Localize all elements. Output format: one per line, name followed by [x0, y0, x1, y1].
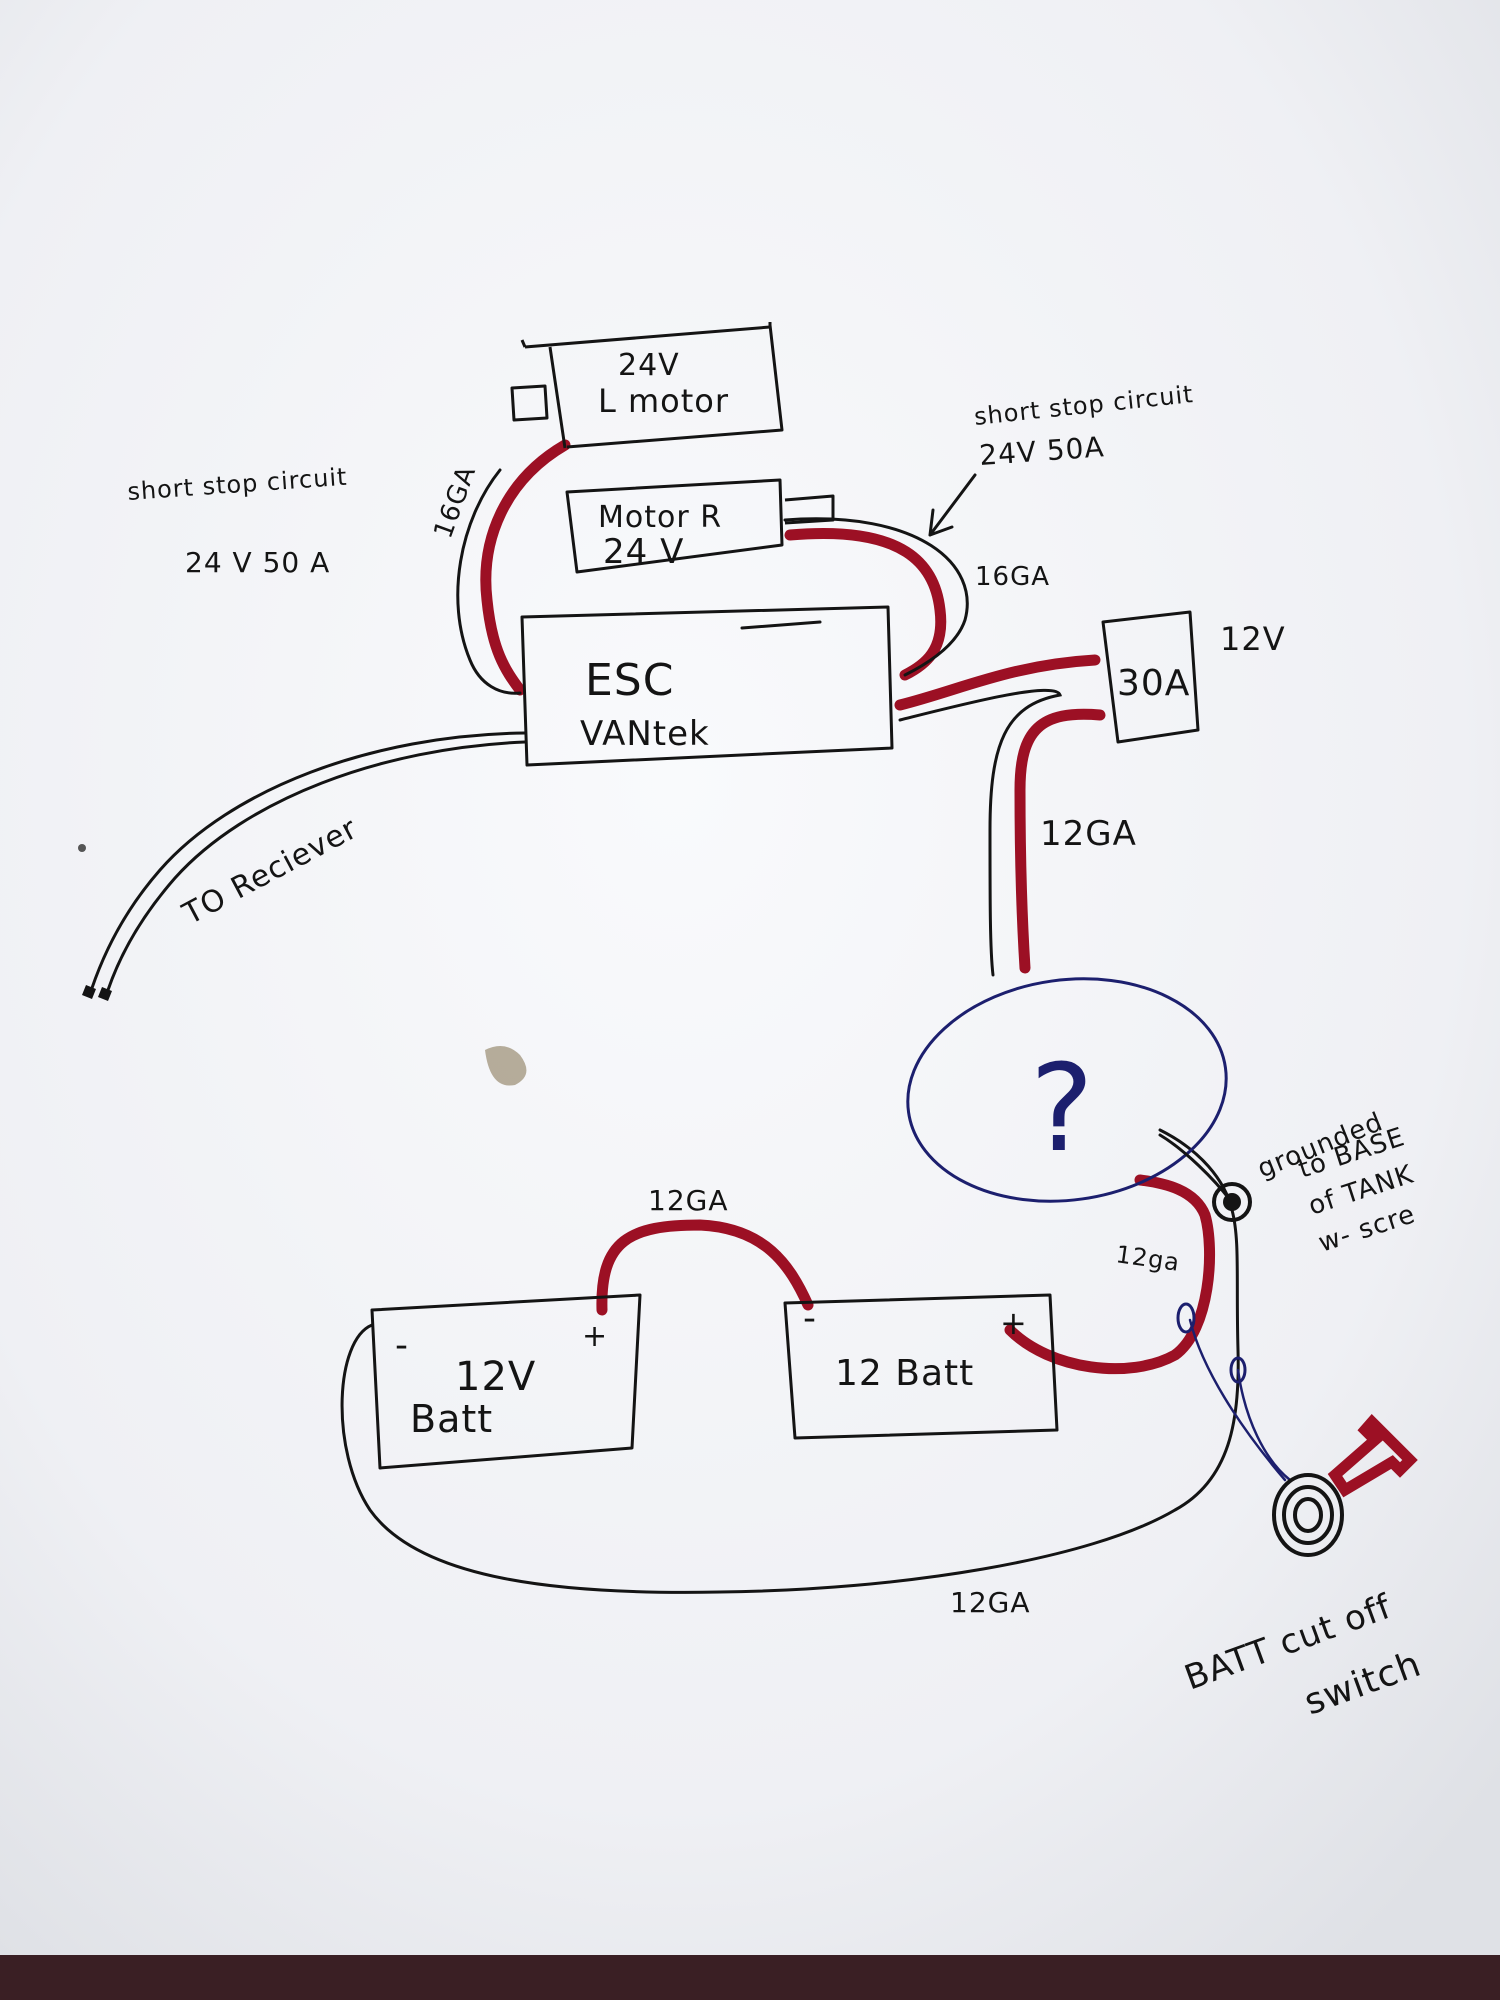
- esc-box: [520, 605, 894, 767]
- ground-screw-center: [1223, 1193, 1241, 1211]
- battery-left: - + 12V Batt: [370, 1293, 642, 1470]
- right-motor-box: [565, 478, 784, 574]
- esc-module: ESC VANtek: [520, 605, 894, 767]
- battery-left-minus: -: [395, 1325, 409, 1366]
- gauge-right-motor: 16GA: [975, 562, 1050, 592]
- short-stop-left-rating: 24 V 50 A: [185, 546, 330, 579]
- batt-cutoff-switch: [1272, 1473, 1344, 1557]
- smudge-mark: [485, 1046, 527, 1086]
- gauge-fuse-device: 12GA: [1040, 814, 1137, 854]
- device-circle: [906, 977, 1228, 1203]
- ink-dot: [78, 844, 86, 852]
- gauge-battery-jumper: 12GA: [648, 1184, 728, 1217]
- black-wires: [82, 468, 1240, 1594]
- switch-ring-inner: [1293, 1497, 1323, 1533]
- paper-background: [0, 0, 1500, 1955]
- wire-fuse-device: [1014, 708, 1106, 974]
- esc-label: ESC: [585, 655, 674, 706]
- ground-screw: [1158, 1133, 1252, 1222]
- fuse: 30A 12V: [1101, 610, 1286, 744]
- wire-bottom-return: [340, 1128, 1240, 1594]
- right-motor-line1: Motor R: [598, 500, 722, 535]
- wire-black-right: [783, 517, 969, 677]
- wire-receiver-a: [90, 731, 527, 990]
- battery-right-label: 12 Batt: [835, 1353, 974, 1394]
- blue-wires: [1176, 1302, 1292, 1482]
- gauge-bottom-return: 12GA: [950, 1586, 1030, 1619]
- wire-black-esc-device: [898, 688, 1062, 977]
- wire-receiver-b: [106, 740, 527, 992]
- right-motor-line2: 24 V: [603, 532, 684, 572]
- switch-body: [1272, 1473, 1344, 1557]
- wire-switch-b: [1236, 1368, 1292, 1482]
- wire-black-left: [456, 468, 522, 695]
- unknown-device: ?: [906, 977, 1228, 1203]
- right-motor: Motor R 24 V: [565, 478, 835, 574]
- battery-left-box: [370, 1293, 642, 1470]
- battery-left-line1: 12V: [455, 1354, 536, 1400]
- terminal-ring: [1229, 1356, 1247, 1384]
- battery-right: - + 12 Batt: [783, 1293, 1059, 1440]
- esc-mark: [740, 620, 822, 630]
- left-motor-box: [520, 322, 784, 449]
- right-motor-connector: [784, 494, 835, 525]
- left-motor-line1: 24V: [618, 348, 680, 383]
- left-motor: 24V L motor: [510, 322, 784, 449]
- battery-right-box: [783, 1293, 1059, 1440]
- ground-screw-head: [1212, 1182, 1252, 1222]
- switch-lever: [1327, 1413, 1418, 1498]
- fuse-label: 30A: [1117, 663, 1190, 704]
- battery-left-plus: +: [582, 1319, 608, 1354]
- floor-strip: [0, 1955, 1500, 2000]
- battery-right-plus: +: [1000, 1304, 1028, 1342]
- left-motor-connector: [510, 384, 549, 422]
- red-wires: [480, 439, 1418, 1498]
- battery-right-minus: -: [803, 1298, 817, 1339]
- fuse-box: [1101, 610, 1200, 744]
- ground-lead: [1158, 1133, 1232, 1202]
- wire-battery-device: [1004, 1174, 1216, 1375]
- fuse-voltage: 12V: [1220, 620, 1286, 658]
- pointer-arrow: [928, 473, 977, 537]
- battery-left-line2: Batt: [410, 1397, 493, 1441]
- wire-l-motor-esc: [480, 439, 571, 696]
- left-motor-line2: L motor: [598, 382, 729, 420]
- wire-battery-jumper: [596, 1219, 814, 1316]
- wire-esc-fuse: [894, 654, 1101, 711]
- terminal-ring: [1176, 1302, 1196, 1334]
- wire-switch-a: [1188, 1318, 1287, 1482]
- wire-r-motor-esc: [784, 528, 947, 681]
- receiver-plug: [82, 985, 112, 1001]
- device-question-mark: ?: [1030, 1040, 1094, 1179]
- switch-ring: [1282, 1485, 1334, 1545]
- esc-brand: VANtek: [580, 714, 710, 754]
